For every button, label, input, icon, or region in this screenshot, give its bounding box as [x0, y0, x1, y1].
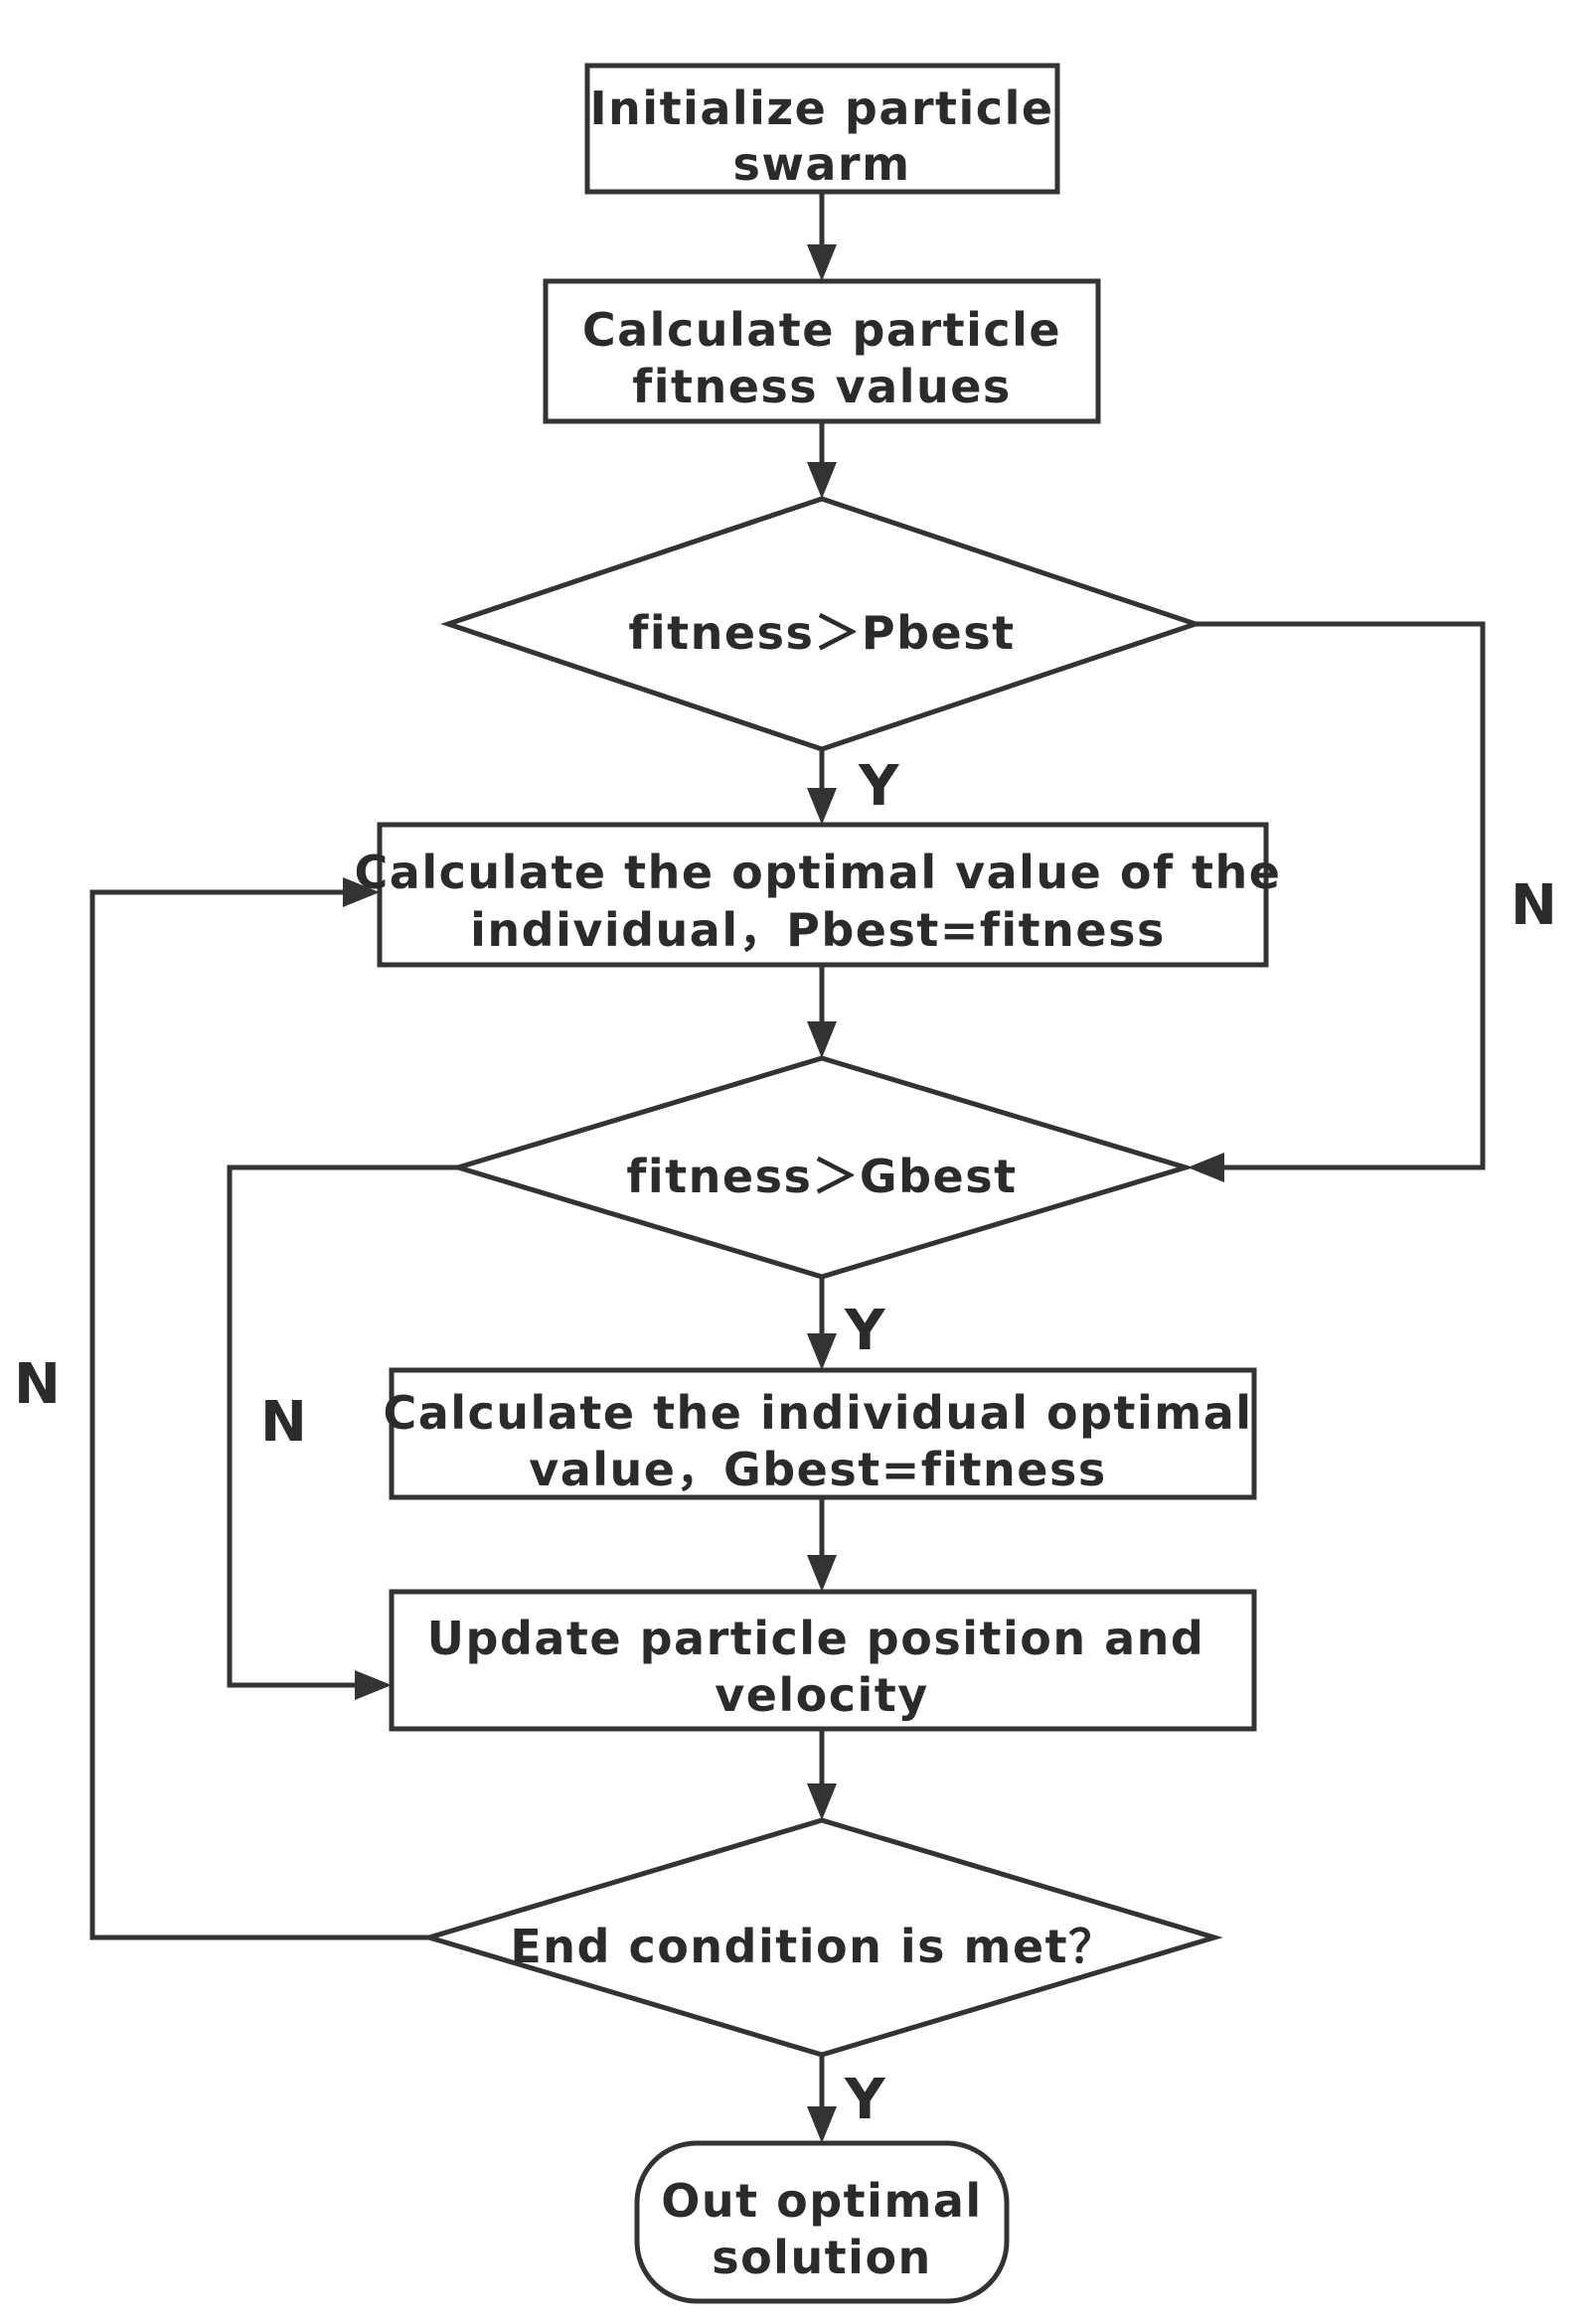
connector-gbest-no: [227, 1164, 458, 1700]
label-pbest-no: N: [1511, 873, 1557, 938]
connector-pbest-calc-to-gbest-decision: [807, 965, 837, 1058]
node-update-particle-line-1: Update particle position and: [427, 1612, 1205, 1665]
connector-pbest-no: [1188, 621, 1486, 1182]
node-calculate-pbest-line-2: individual，Pbest=fitness: [470, 903, 1166, 957]
node-calculate-fitness-line-1: Calculate particle: [582, 303, 1061, 357]
label-pbest-yes: Y: [858, 754, 900, 819]
label-end-yes: Y: [844, 2068, 886, 2132]
connector-gbest-calc-to-update: [807, 1497, 837, 1592]
node-update-particle-line-2: velocity: [715, 1668, 929, 1722]
node-calculate-fitness: Calculate particle fitness values: [543, 278, 1101, 424]
decision-fitness-pbest: fitness＞Pbest: [440, 496, 1203, 752]
decision-end-condition: End condition is met？: [420, 1817, 1223, 2058]
connector-gbest-yes: [807, 1277, 837, 1370]
node-output-solution: Out optimal solution: [634, 2140, 1010, 2304]
node-initialize-swarm-line-1: Initialize particle: [589, 81, 1053, 135]
node-calculate-gbest: Calculate the individual optimal value，G…: [383, 1367, 1257, 1500]
node-update-particle: Update particle position and velocity: [389, 1589, 1257, 1732]
decision-end-condition-text: End condition is met？: [510, 1920, 1115, 1973]
connector-update-to-end-decision: [807, 1729, 837, 1820]
node-calculate-gbest-line-2: value，Gbest=fitness: [529, 1443, 1107, 1496]
node-calculate-pbest-line-1: Calculate the optimal value of the: [355, 846, 1282, 899]
label-end-no: N: [14, 1352, 61, 1417]
node-output-solution-line-2: solution: [712, 2231, 932, 2284]
decision-fitness-gbest-text: fitness＞Gbest: [626, 1150, 1017, 1203]
node-calculate-pbest: Calculate the optimal value of the indiv…: [355, 822, 1282, 968]
node-initialize-swarm: Initialize particle swarm: [584, 63, 1060, 195]
node-calculate-gbest-line-1: Calculate the individual optimal: [383, 1386, 1252, 1440]
label-gbest-no: N: [260, 1390, 307, 1455]
connector-pbest-yes: [807, 749, 837, 825]
connector-init-to-calc: [807, 192, 837, 281]
connector-calc-to-pbest-decision: [807, 421, 837, 499]
node-output-solution-line-1: Out optimal: [661, 2174, 982, 2228]
node-calculate-fitness-line-2: fitness values: [632, 360, 1012, 413]
node-initialize-swarm-line-2: swarm: [732, 137, 910, 191]
label-gbest-yes: Y: [844, 1299, 886, 1363]
connector-end-yes: [807, 2055, 837, 2143]
decision-fitness-pbest-text: fitness＞Pbest: [628, 606, 1015, 660]
connector-end-no: [89, 877, 429, 1940]
decision-fitness-gbest: fitness＞Gbest: [449, 1055, 1195, 1280]
